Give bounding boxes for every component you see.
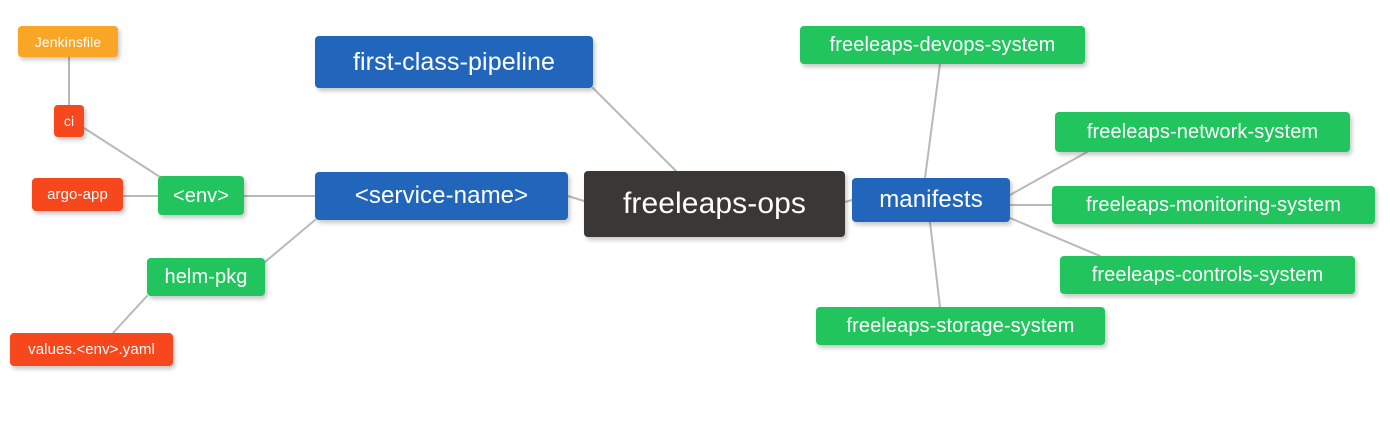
node-label-values-env-yaml: values.<env>.yaml	[28, 341, 155, 358]
node-label-ci: ci	[63, 113, 75, 129]
mindmap-node-values-env-yaml[interactable]: values.<env>.yaml	[10, 333, 173, 366]
mindmap-node-argo-app[interactable]: argo-app	[32, 178, 123, 211]
mindmap-node-env[interactable]: <env>	[158, 176, 244, 215]
node-label-service-name: <service-name>	[354, 182, 529, 209]
edge-manifests-to-freeleaps-devops-system	[924, 63, 941, 179]
edge-env-to-ci	[83, 127, 161, 178]
edge-service-name-to-helm-pkg	[264, 219, 316, 263]
node-label-freeleaps-devops-system: freeleaps-devops-system	[829, 34, 1056, 56]
mindmap-node-freeleaps-ops[interactable]: freeleaps-ops	[584, 171, 845, 237]
edge-helm-pkg-to-values-env-yaml	[112, 295, 148, 334]
edge-freeleaps-ops-to-first-class-pipeline	[592, 87, 677, 172]
node-label-freeleaps-storage-system: freeleaps-storage-system	[846, 315, 1075, 337]
mindmap-node-jenkinsfile[interactable]: Jenkinsfile	[18, 26, 118, 57]
edge-freeleaps-ops-to-manifests	[844, 199, 853, 203]
node-label-helm-pkg: helm-pkg	[164, 266, 248, 288]
node-label-freeleaps-monitoring-system: freeleaps-monitoring-system	[1085, 194, 1341, 216]
edge-freeleaps-ops-to-service-name	[567, 195, 585, 202]
mindmap-node-freeleaps-storage-system[interactable]: freeleaps-storage-system	[816, 307, 1105, 345]
node-label-jenkinsfile: Jenkinsfile	[34, 33, 102, 50]
mindmap-node-freeleaps-controls-system[interactable]: freeleaps-controls-system	[1060, 256, 1355, 294]
mindmap-node-freeleaps-monitoring-system[interactable]: freeleaps-monitoring-system	[1052, 186, 1375, 224]
node-label-freeleaps-ops: freeleaps-ops	[622, 187, 807, 220]
node-label-freeleaps-controls-system: freeleaps-controls-system	[1091, 264, 1324, 286]
mindmap-node-helm-pkg[interactable]: helm-pkg	[147, 258, 265, 296]
mindmap-node-manifests[interactable]: manifests	[852, 178, 1010, 222]
node-label-first-class-pipeline: first-class-pipeline	[352, 47, 556, 76]
node-label-freeleaps-network-system: freeleaps-network-system	[1086, 121, 1319, 143]
edge-manifests-to-freeleaps-storage-system	[929, 221, 941, 308]
mindmap-node-first-class-pipeline[interactable]: first-class-pipeline	[315, 36, 593, 88]
node-label-argo-app: argo-app	[47, 186, 108, 203]
mindmap-node-freeleaps-devops-system[interactable]: freeleaps-devops-system	[800, 26, 1085, 64]
mindmap-node-ci[interactable]: ci	[54, 105, 84, 137]
node-label-manifests: manifests	[879, 186, 983, 213]
node-label-env: <env>	[172, 184, 230, 207]
mindmap-node-freeleaps-network-system[interactable]: freeleaps-network-system	[1055, 112, 1350, 152]
mindmap-node-service-name[interactable]: <service-name>	[315, 172, 568, 220]
